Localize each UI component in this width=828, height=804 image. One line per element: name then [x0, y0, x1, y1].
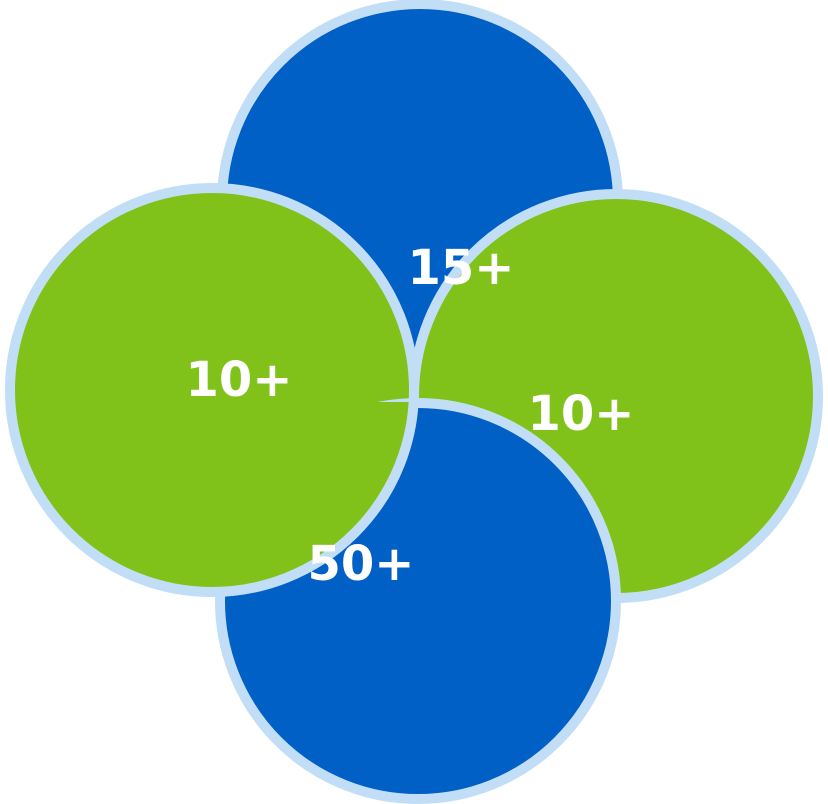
- circle-bottom-label: 50+: [307, 536, 414, 592]
- circle-right-label: 10+: [527, 386, 634, 442]
- circle-left-label: 10+: [185, 352, 292, 408]
- circle-top-label: 15+: [407, 240, 514, 296]
- circle-left-overlap-shape: [5, 402, 419, 597]
- circle-left-overlap: [5, 402, 419, 597]
